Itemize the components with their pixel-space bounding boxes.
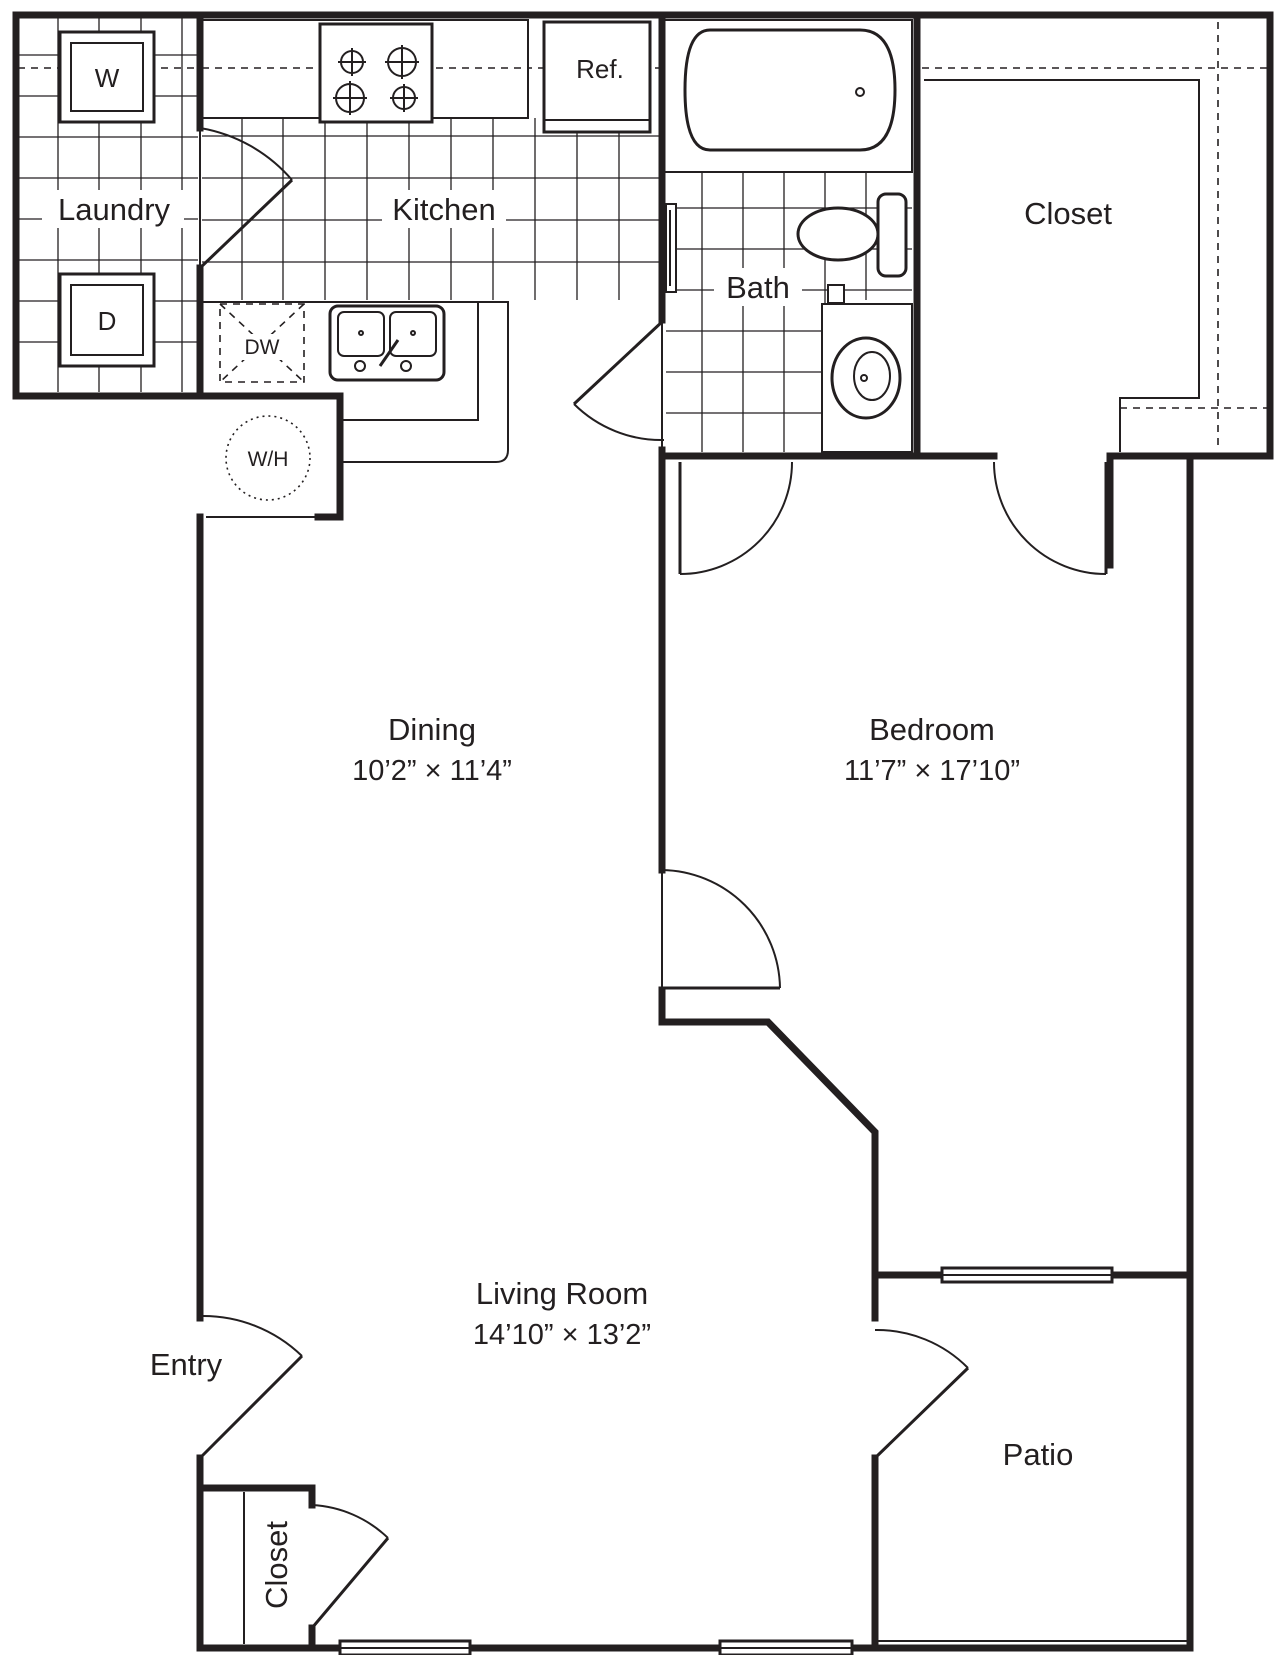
stove bbox=[318, 22, 434, 124]
laundry-label: Laundry bbox=[58, 192, 171, 227]
dryer: D bbox=[58, 272, 156, 368]
entry-closet-door bbox=[243, 1492, 390, 1644]
kitchen-sink bbox=[328, 304, 446, 382]
walls bbox=[12, 11, 1274, 1652]
bath-bedroom-door bbox=[678, 461, 793, 575]
towel-bar bbox=[665, 203, 677, 293]
inner-wall-details bbox=[199, 128, 1271, 990]
patio-door bbox=[873, 1328, 970, 1460]
master-closet-label: Closet bbox=[1024, 196, 1112, 231]
bath-vanity bbox=[821, 284, 913, 453]
closet-door bbox=[993, 461, 1108, 575]
laundry-door bbox=[198, 127, 294, 270]
windows bbox=[338, 1266, 1190, 1655]
water-heater-label: W/H bbox=[248, 448, 289, 471]
dryer-label: D bbox=[98, 306, 117, 336]
washer: W bbox=[58, 30, 156, 124]
bathtub bbox=[661, 19, 913, 173]
dining-label: Dining bbox=[388, 712, 476, 747]
water-heater: W/H bbox=[225, 415, 311, 501]
dishwasher: DW bbox=[219, 303, 305, 383]
bedroom-door bbox=[661, 869, 781, 990]
washer-label: W bbox=[95, 63, 120, 93]
living-room-label: Living Room bbox=[476, 1276, 648, 1311]
bedroom-label: Bedroom bbox=[869, 712, 995, 747]
living-room-size: 14’10” × 13’2” bbox=[473, 1319, 651, 1351]
dining-size: 10’2” × 11’4” bbox=[352, 755, 512, 787]
bedroom-size: 11’7” × 17’10” bbox=[844, 755, 1020, 787]
kitchen-label: Kitchen bbox=[392, 192, 495, 227]
toilet bbox=[796, 192, 908, 278]
entry-label: Entry bbox=[150, 1347, 223, 1382]
closet-shelf-lines bbox=[924, 79, 1200, 452]
dishwasher-label: DW bbox=[245, 336, 280, 359]
bath-label: Bath bbox=[726, 270, 790, 305]
bath-door bbox=[572, 318, 666, 442]
patio-label: Patio bbox=[1003, 1437, 1074, 1472]
entry-door bbox=[198, 1314, 304, 1460]
refrigerator-label: Ref. bbox=[576, 54, 624, 84]
refrigerator: Ref. bbox=[542, 20, 652, 134]
entry-closet-label: Closet bbox=[259, 1521, 294, 1609]
